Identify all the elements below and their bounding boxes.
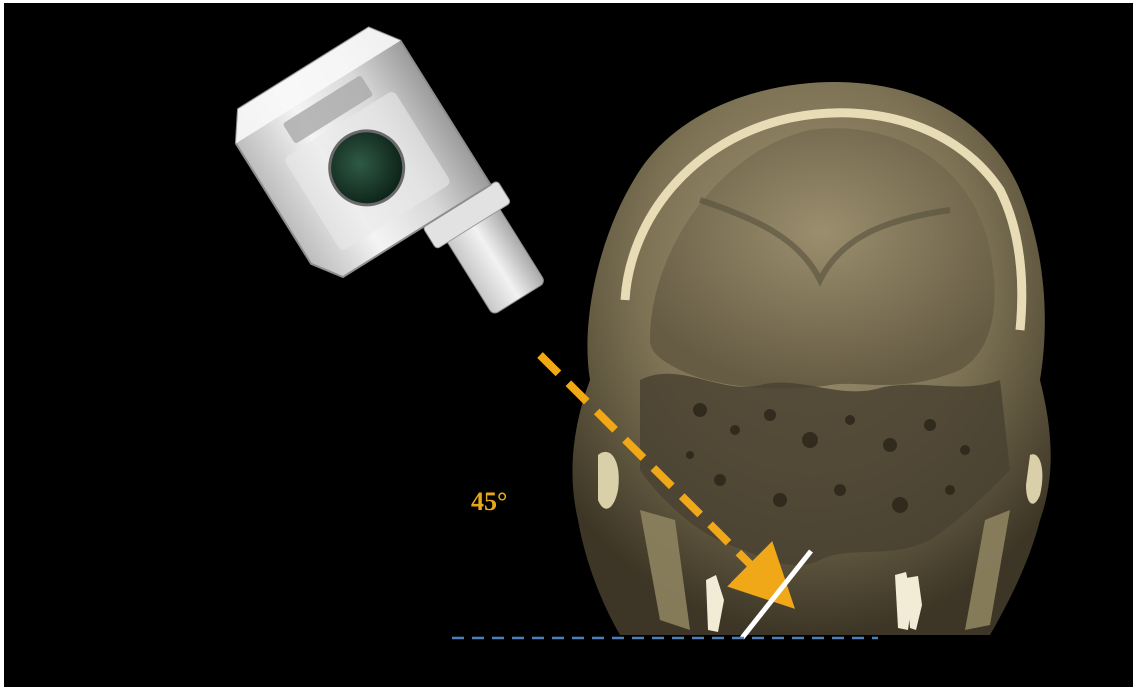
angle-label: 45° <box>471 487 507 517</box>
x-ray-tube-head <box>221 13 557 383</box>
